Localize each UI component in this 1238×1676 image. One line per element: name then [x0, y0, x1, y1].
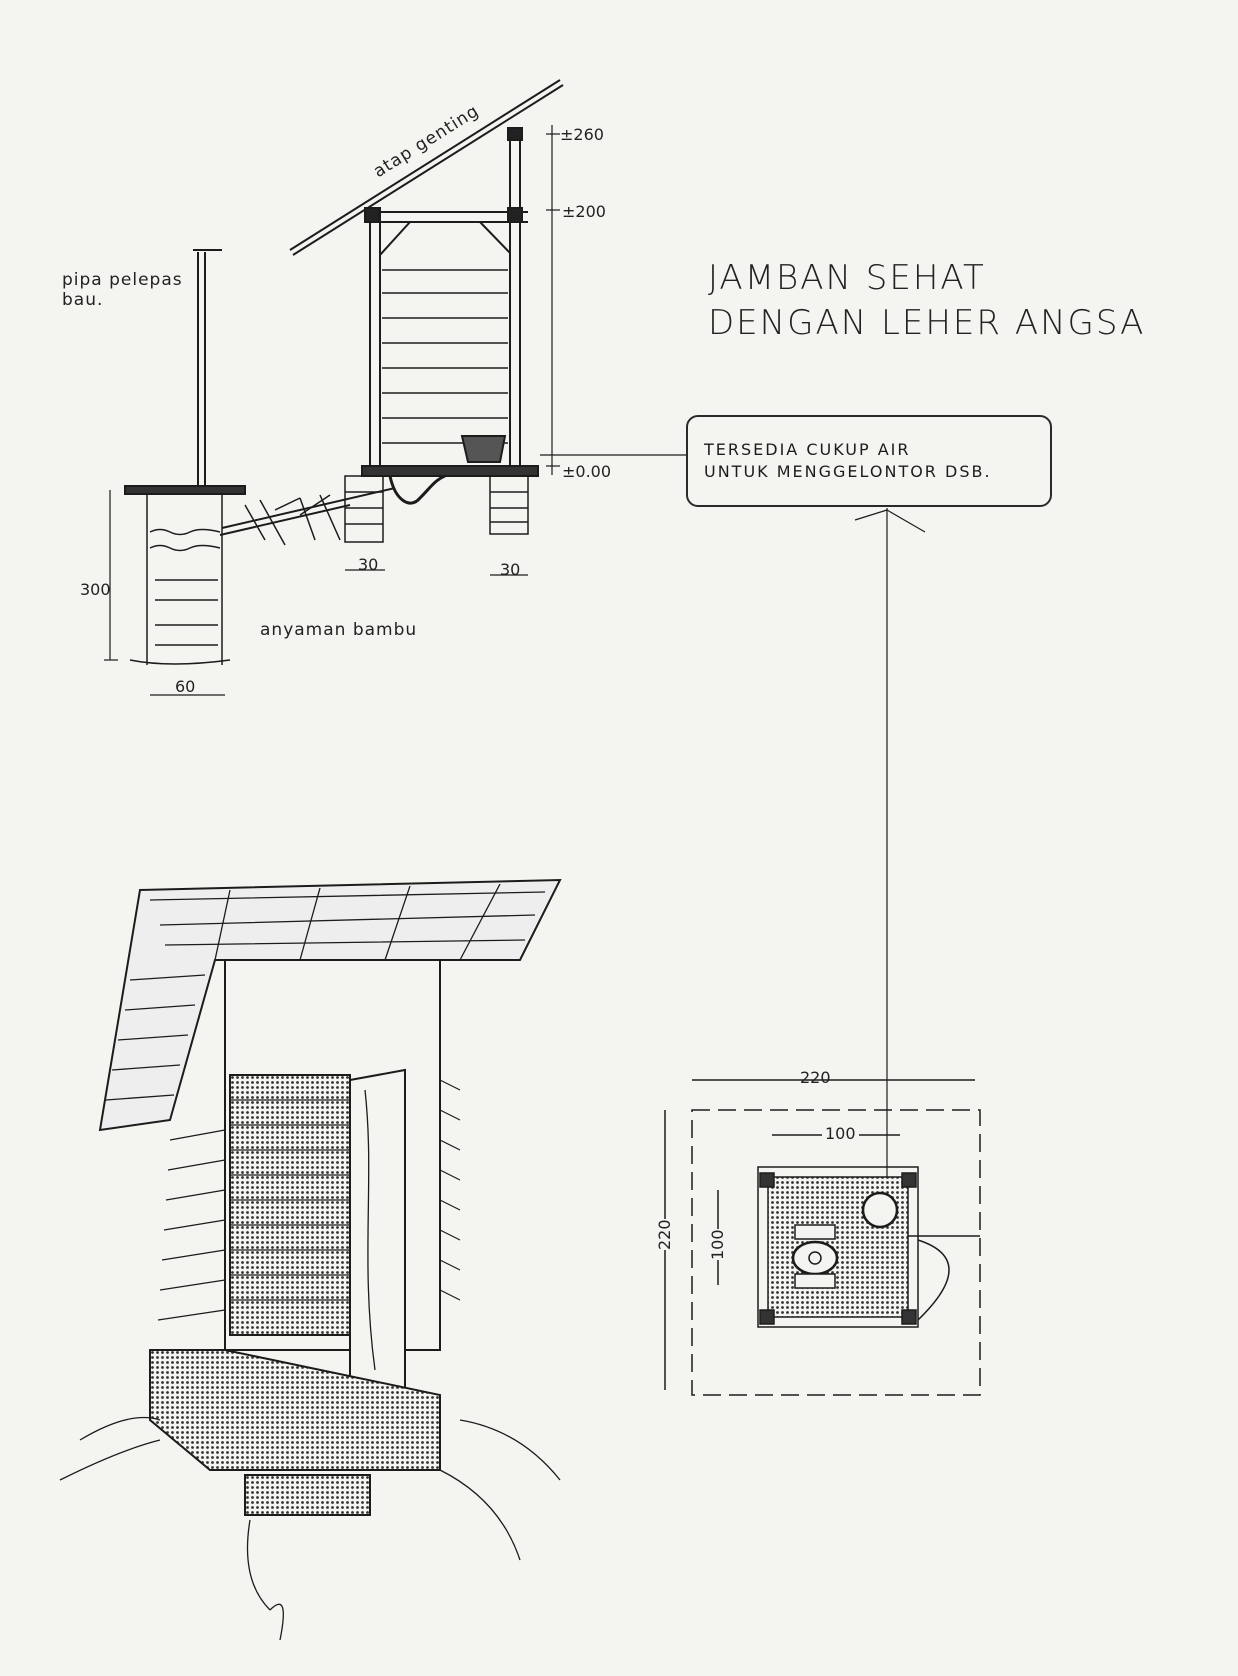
drain-pipe [219, 487, 396, 536]
level-200: ±200 [562, 202, 606, 221]
step [244, 1474, 371, 1516]
drawing-title-line2: DENGAN LEHER ANGSA [708, 303, 1146, 343]
floor-slab [361, 465, 539, 477]
callout-box: TERSEDIA CUKUP AIR UNTUK MENGGELONTOR DS… [686, 415, 1052, 507]
ground-hatch [244, 494, 341, 546]
water-tank [861, 1191, 899, 1229]
wall-boards [382, 269, 508, 444]
plan-outer-height: 220 [655, 1219, 674, 1250]
pit [129, 494, 231, 665]
plan-view [664, 1079, 981, 1396]
door [349, 1068, 406, 1402]
squat-toilet [791, 1240, 839, 1276]
roof-line [289, 79, 564, 256]
callout-line2: UNTUK MENGGELONTOR DSB. [704, 462, 992, 481]
door-swing [917, 1239, 950, 1321]
wall-material-label: anyaman bambu [260, 620, 418, 640]
outer-dashed-boundary [691, 1109, 981, 1396]
pit-width-dimension: 60 [175, 677, 196, 696]
footings [344, 475, 529, 543]
level-260: ±260 [560, 125, 604, 144]
roof-tiles [105, 883, 546, 1101]
level-000: ±0.00 [562, 462, 612, 481]
pit-depth-dimension: 300 [80, 580, 111, 599]
pit-cover [124, 485, 246, 495]
back-wall-stipple [229, 1074, 351, 1336]
vent-pipe-label-line1: pipa pelepas [62, 270, 183, 290]
section-view [104, 79, 686, 696]
wall-slats [157, 1079, 461, 1321]
footing-left-dimension: 30 [358, 555, 379, 574]
plan-outer-width: 220 [800, 1068, 831, 1087]
plan-inner-width: 100 [822, 1124, 859, 1143]
callout-line1: TERSEDIA CUKUP AIR [704, 440, 911, 459]
plan-inner-height: 100 [708, 1229, 727, 1260]
vent-pipe-label-line2: bau. [62, 290, 104, 310]
vent-pipe [193, 249, 222, 490]
dimension-lines [104, 125, 686, 696]
drawing-title-line1: JAMBAN SEHAT [708, 258, 986, 298]
gooseneck-trap [388, 474, 446, 505]
footing-right-dimension: 30 [500, 560, 521, 579]
water-bucket [460, 435, 507, 463]
leader-arrow [854, 508, 926, 1200]
perspective-view [59, 878, 562, 1641]
